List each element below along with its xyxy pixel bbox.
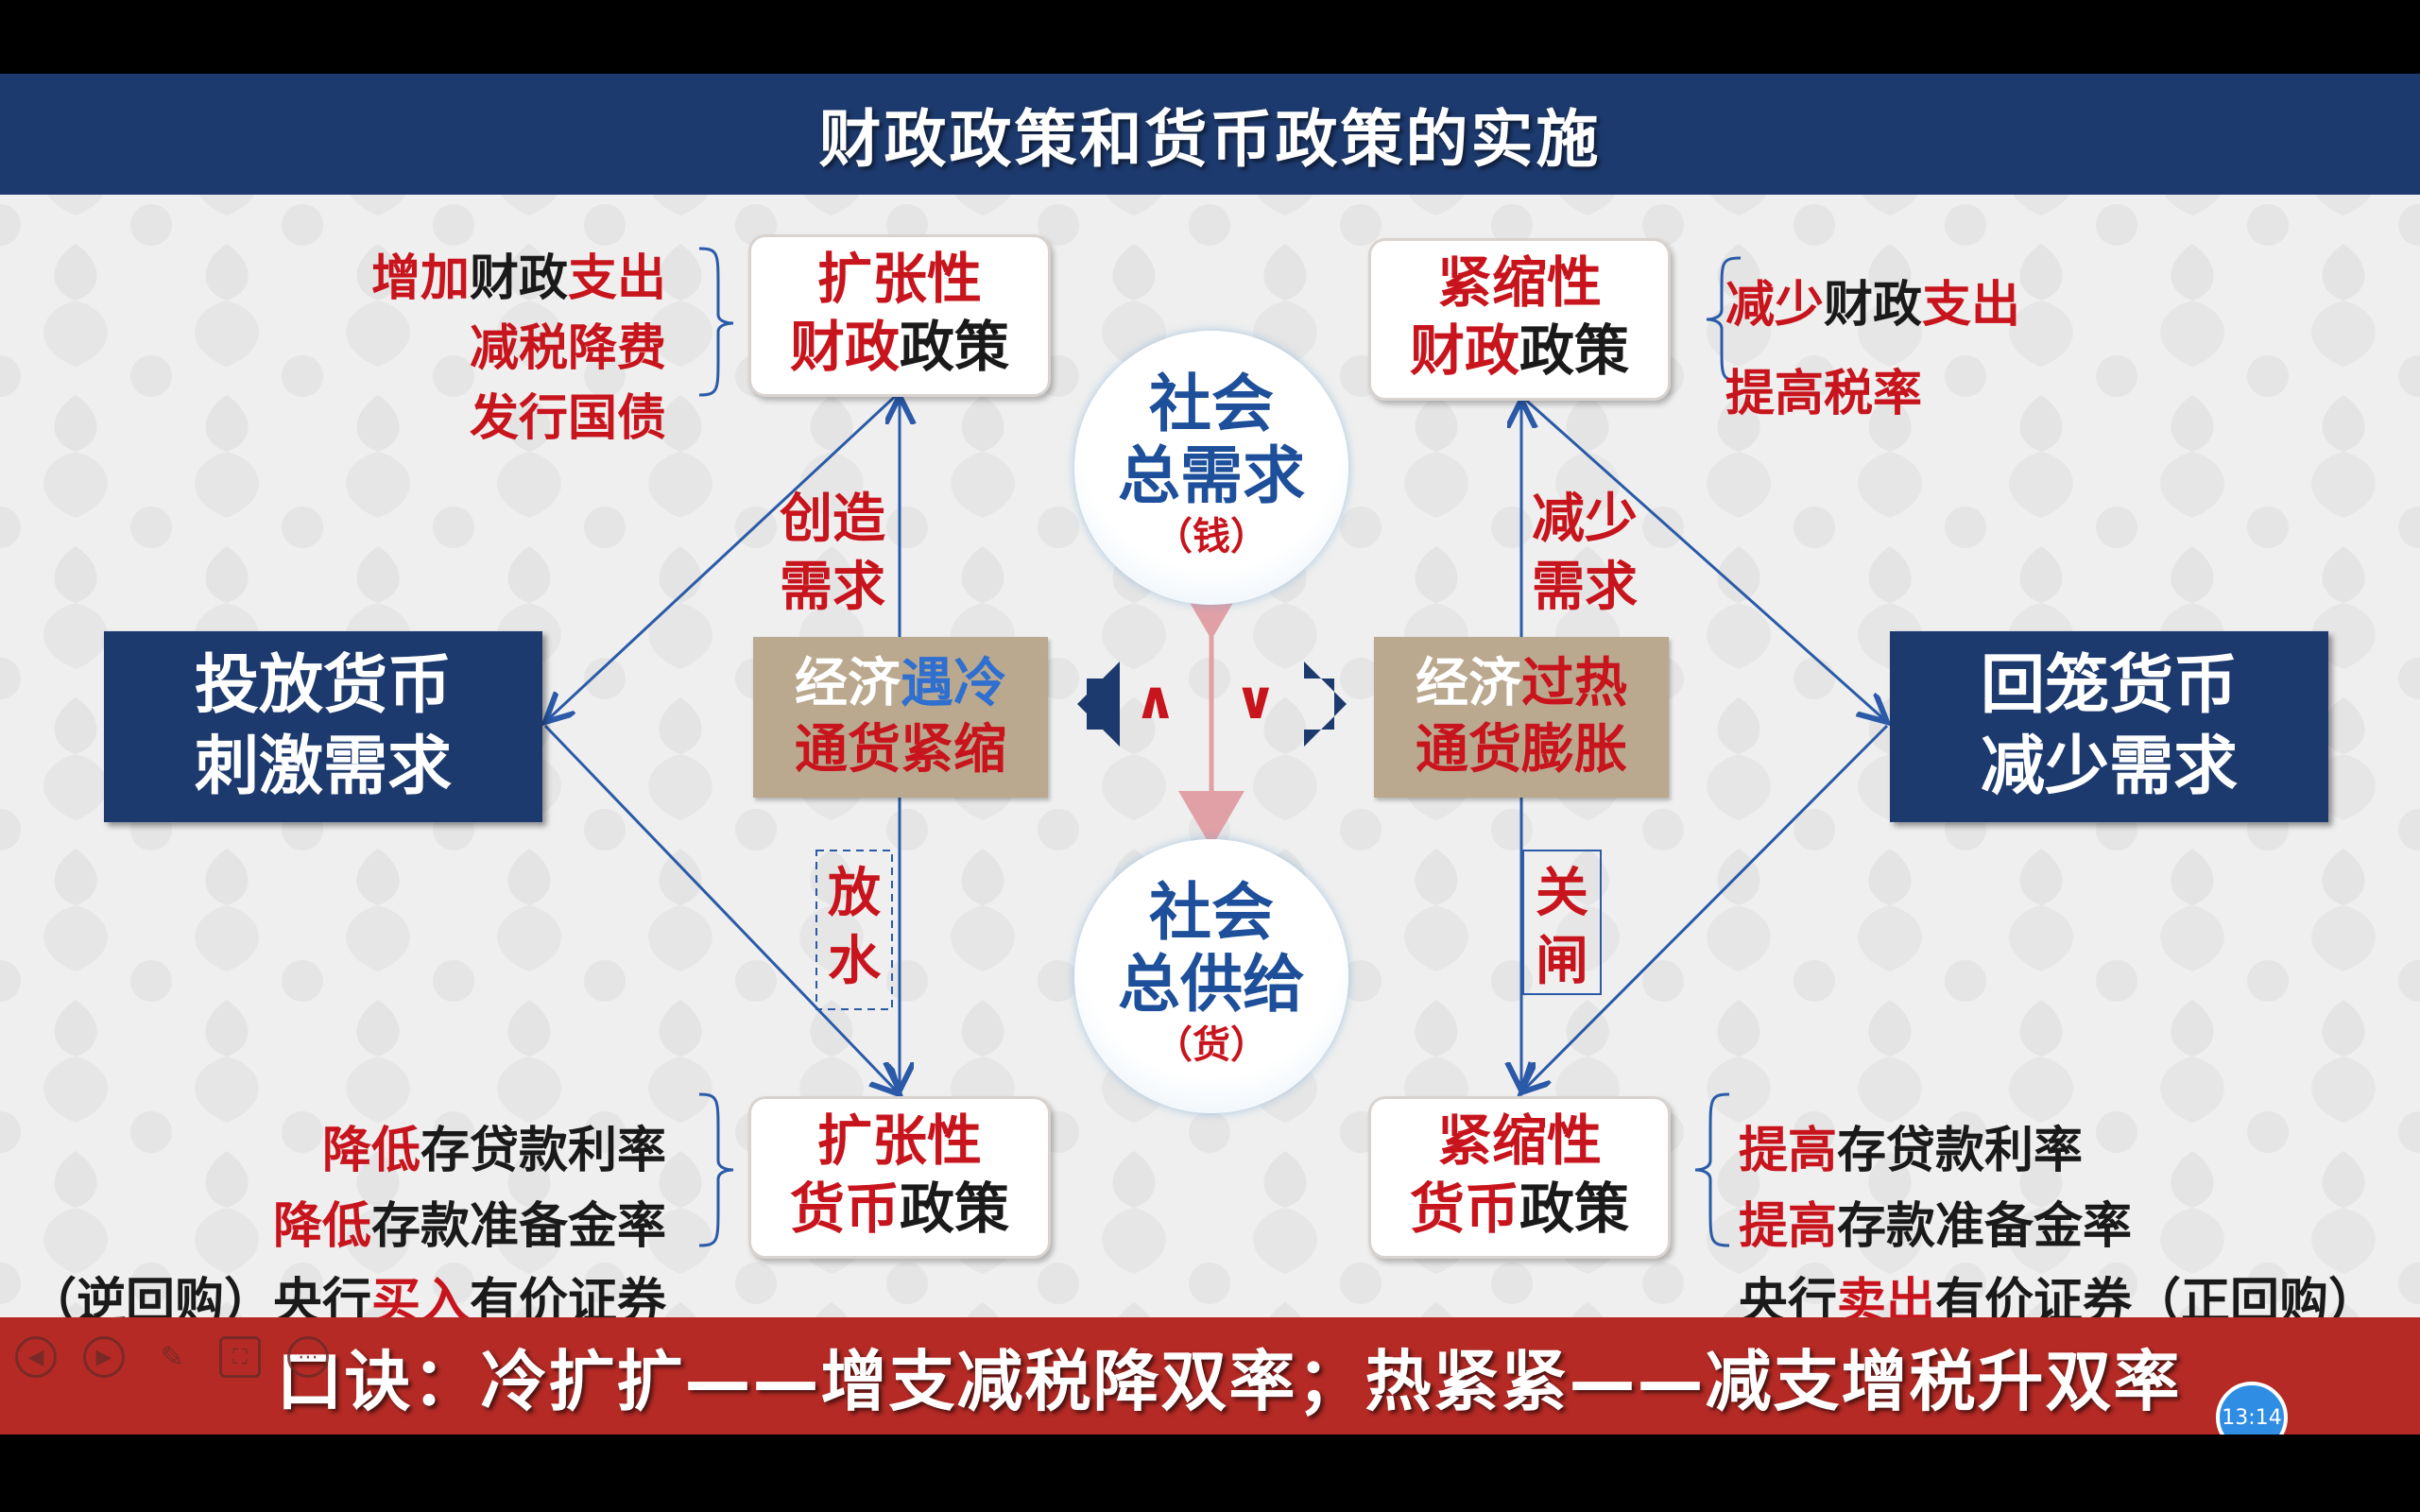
label-line: 关 [1536, 863, 1588, 924]
circle-line3: （货） [1155, 1023, 1268, 1067]
greater-than-symbol: ∧ [1134, 670, 1177, 731]
left-navy-line2: 刺激需求 [194, 730, 452, 804]
text-red: 增加 [370, 250, 470, 307]
label-line: 需求 [1532, 557, 1638, 618]
left-navy-box: 投放货币 刺激需求 [104, 631, 542, 822]
title-bar: 财政政策和货币政策的实施 [0, 74, 2420, 195]
line-left-top [545, 390, 901, 722]
text-dark: 存款准备金率 [1837, 1198, 2133, 1255]
box-line2-dark: 政策 [1519, 318, 1630, 383]
line-right-top [1520, 394, 1887, 722]
label-line: 水 [828, 931, 881, 992]
box-line2-red: 货币 [789, 1177, 900, 1241]
release-dashed-box [815, 850, 893, 1010]
economy-cold-box: 经济遇冷 通货紧缩 [753, 637, 1048, 798]
circle-line1: 社会 [1149, 368, 1274, 440]
box-line2-red: 财政 [789, 315, 900, 379]
tan-a-red: 过热 [1521, 653, 1627, 714]
total-supply-circle: 社会 总供给 （货） [1074, 839, 1348, 1113]
box-line1: 扩张性 [816, 1108, 982, 1173]
fiscal-expansion-measures: 增加财政支出 减税降费 发行国债 [371, 244, 666, 454]
text-dark: 存款准备金率 [370, 1198, 666, 1255]
tan-a-blue: 遇冷 [901, 653, 1006, 714]
box-line2-dark: 政策 [1519, 1177, 1630, 1241]
circle-line3: （钱） [1155, 515, 1268, 558]
line-left-bottom [543, 724, 900, 1094]
text-red: 发行国债 [469, 390, 666, 447]
box-line1: 扩张性 [816, 247, 982, 311]
label-line: 需求 [780, 557, 885, 618]
screen-capture-icon[interactable]: ⛶ [219, 1336, 261, 1378]
text-red: 支出 [567, 250, 666, 307]
label-line: 放 [828, 863, 881, 924]
close-box [1522, 850, 1602, 995]
timer-badge[interactable]: 13:14 [2216, 1382, 2288, 1435]
box-line1: 紧缩性 [1436, 250, 1602, 315]
total-demand-circle: 社会 总需求 （钱） [1074, 331, 1348, 605]
contractionary-fiscal-policy-box: 紧缩性 财政政策 [1368, 238, 1671, 401]
slide: 财政政策和货币政策的实施 [0, 74, 2420, 1435]
page-title: 财政政策和货币政策的实施 [818, 103, 1602, 176]
circle-line2: 总需求 [1118, 439, 1305, 512]
next-slide-icon[interactable]: ▶ [83, 1336, 125, 1378]
tan-b: 通货紧缩 [795, 719, 1006, 781]
less-than-symbol: ∨ [1234, 670, 1278, 731]
footer-text: 口诀：冷扩扩——增支减税降双率；热紧紧——减支增税升双率 [276, 1342, 2182, 1420]
fiscal-contraction-measures: 减少财政支出 提高税率 [1725, 270, 2020, 429]
text-red: 提高 [1739, 1198, 1838, 1255]
text-dark: 财政 [1824, 277, 1923, 334]
presentation-toolbar: ◀ ▶ ✎ ⛶ ⋯ [0, 1319, 491, 1395]
prev-slide-icon[interactable]: ◀ [15, 1336, 57, 1378]
right-navy-line2: 减少需求 [1980, 730, 2238, 804]
box-line2-red: 财政 [1409, 318, 1519, 383]
tan-a-dark: 经济 [795, 653, 901, 714]
text-red: 提高税率 [1725, 366, 1923, 422]
box-line2-dark: 政策 [900, 1177, 1010, 1241]
right-navy-box: 回笼货币 减少需求 [1890, 631, 2328, 822]
box-line2-red: 货币 [1409, 1177, 1519, 1241]
text-red: 降低 [321, 1123, 420, 1179]
create-demand-label: 创造 需求 [771, 486, 894, 622]
text-dark: 存贷款利率 [1837, 1123, 2084, 1179]
box-line1: 紧缩性 [1436, 1108, 1602, 1173]
tan-a-dark: 经济 [1416, 653, 1521, 714]
release-label: 放 水 [822, 860, 886, 996]
monetary-contraction-measures: 提高存贷款利率 提高存款准备金率 央行卖出有价证券（正回购） [1739, 1113, 2377, 1340]
contractionary-monetary-policy-box: 紧缩性 货币政策 [1368, 1096, 1671, 1259]
text-red: 支出 [1922, 277, 2021, 334]
label-line: 创造 [780, 489, 885, 550]
text-red: 降低 [272, 1198, 371, 1255]
monetary-expansion-measures: 降低存贷款利率 降低存款准备金率 （逆回购）央行买入有价证券 [27, 1113, 666, 1340]
left-navy-line1: 投放货币 [194, 648, 452, 723]
circle-line1: 社会 [1149, 876, 1274, 949]
label-line: 减少 [1532, 489, 1638, 550]
text-dark: 财政 [469, 250, 568, 307]
reduce-demand-label: 减少 需求 [1523, 486, 1646, 622]
right-chevron-arrow [1304, 662, 1347, 747]
text-red: 减少 [1725, 277, 1825, 334]
left-chevron-arrow [1077, 662, 1120, 747]
text-red: 减税降费 [469, 320, 666, 377]
pen-icon[interactable]: ✎ [160, 1340, 184, 1374]
tan-b: 通货膨胀 [1416, 719, 1627, 781]
expansionary-fiscal-policy-box: 扩张性 财政政策 [748, 234, 1051, 397]
more-options-icon[interactable]: ⋯ [287, 1336, 329, 1378]
line-right-bottom [1521, 724, 1889, 1092]
mnemonic-footer: 口诀：冷扩扩——增支减税降双率；热紧紧——减支增税升双率 [0, 1317, 2420, 1435]
text-dark: 存贷款利率 [420, 1123, 666, 1179]
expansionary-monetary-policy-box: 扩张性 货币政策 [748, 1096, 1051, 1259]
right-navy-line1: 回笼货币 [1980, 648, 2238, 723]
box-line2-dark: 政策 [900, 315, 1010, 379]
circle-line2: 总供给 [1118, 948, 1305, 1021]
text-red: 提高 [1739, 1123, 1838, 1179]
braces [698, 247, 1742, 1247]
label-line: 闸 [1536, 931, 1588, 992]
close-label: 关 闸 [1529, 860, 1595, 996]
economy-hot-box: 经济过热 通货膨胀 [1374, 637, 1669, 798]
